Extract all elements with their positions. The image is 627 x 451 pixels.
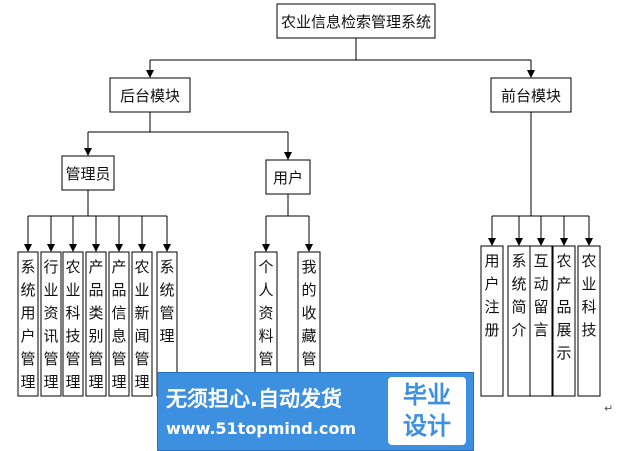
frontend-function-label: 农业科技 [581, 252, 596, 339]
admin-function-box [108, 251, 130, 397]
backend-module-node: 后台模块 [109, 77, 191, 113]
frontend-function-label: 系统简介 [511, 252, 526, 339]
frontend-module-label: 前台模块 [501, 87, 561, 105]
admin-function-item: 产品信息管理 [108, 251, 130, 397]
admin-function-box [85, 251, 107, 397]
node-boxes: 农业信息检索管理系统 后台模块 前台模块 管理员 用户 [61, 3, 572, 195]
admin-function-item: 产品类别管理 [85, 251, 107, 397]
backend-module-label: 后台模块 [120, 87, 180, 105]
frontend-function-label: 互动留言 [533, 252, 548, 339]
frontend-function-box [552, 245, 576, 397]
frontend-function-box [480, 245, 504, 397]
admin-function-item: 系统用户管理 [17, 251, 39, 397]
frontend-function-box [529, 245, 553, 397]
frontend-function-item: 农产品展示 [552, 245, 576, 397]
root-label: 农业信息检索管理系统 [281, 13, 431, 31]
admin-function-label: 系统管理 [159, 258, 174, 345]
watermark-slogan: 无须担心.自动发货 [166, 387, 342, 411]
frontend-function-item: 互动留言 [529, 245, 553, 397]
root-node: 农业信息检索管理系统 [276, 3, 436, 39]
frontend-function-item: 农业科技 [577, 245, 601, 397]
paragraph-return-mark: ↵ [604, 402, 614, 415]
watermark-banner: 无须担心.自动发货 www.51topmind.com 毕业 设计 [157, 372, 474, 451]
admin-function-label: 农业科技管理 [65, 258, 80, 391]
admin-function-box [40, 251, 62, 397]
frontend-module-node: 前台模块 [490, 77, 572, 113]
admin-function-box [62, 251, 84, 397]
frontend-function-item: 系统简介 [507, 245, 531, 397]
watermark-badge: 毕业 设计 [388, 377, 466, 445]
admin-function-box [17, 251, 39, 397]
admin-function-item: 系统管理 [156, 251, 178, 397]
admin-function-item: 行业资讯管理 [40, 251, 62, 397]
admin-function-label: 产品类别管理 [88, 258, 103, 391]
watermark-badge-bottom: 设计 [403, 412, 451, 440]
admin-function-item: 农业新闻管理 [131, 251, 153, 397]
frontend-function-item: 用户注册 [480, 245, 504, 397]
admin-function-label: 行业资讯管理 [43, 258, 58, 391]
admin-role-node: 管理员 [61, 155, 115, 191]
admin-role-label: 管理员 [65, 165, 110, 183]
admin-function-item: 农业科技管理 [62, 251, 84, 397]
watermark-url: www.51topmind.com [166, 419, 356, 438]
admin-function-label: 系统用户管理 [20, 258, 35, 391]
user-role-label: 用户 [273, 169, 303, 187]
connector-lines [24, 38, 593, 252]
admin-function-label: 农业新闻管理 [134, 258, 149, 391]
frontend-function-box [577, 245, 601, 397]
admin-function-label: 产品信息管理 [111, 258, 126, 391]
frontend-function-label: 农产品展示 [556, 252, 571, 362]
frontend-function-label: 用户注册 [484, 252, 499, 339]
watermark-badge-top: 毕业 [403, 381, 451, 409]
admin-function-box [131, 251, 153, 397]
user-role-node: 用户 [265, 159, 311, 195]
